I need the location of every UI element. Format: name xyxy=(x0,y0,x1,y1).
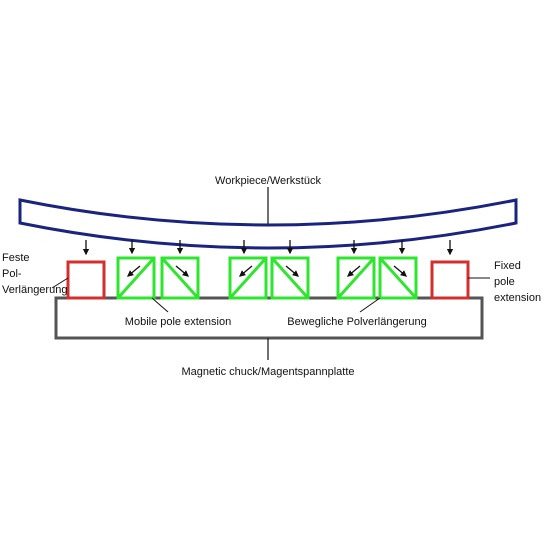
mobile-pole-4 xyxy=(270,240,310,300)
mobile-pole-1 xyxy=(116,240,156,300)
mobile-pole-label-de: Bewegliche Polverlängerung xyxy=(287,316,426,328)
workpiece-plate xyxy=(18,198,518,250)
mobile-pole-2 xyxy=(160,240,200,300)
fixed-pole-left xyxy=(66,260,106,300)
mobile-pole-6 xyxy=(378,240,418,300)
mobile-de-leader xyxy=(359,297,381,313)
mobile-pole-label-en: Mobile pole extension xyxy=(125,316,231,328)
fixed-pole-right xyxy=(430,260,470,300)
fixed-pole-label-de: Feste Pol- Verlängerung xyxy=(2,252,67,296)
workpiece-label: Workpiece/Werkstück xyxy=(215,175,321,187)
mobile-pole-3 xyxy=(228,240,268,300)
magnetic-chuck xyxy=(54,296,484,340)
mobile-pole-5 xyxy=(336,240,376,300)
chuck-label: Magnetic chuck/Magentspannplatte xyxy=(181,366,354,378)
mobile-en-leader xyxy=(151,297,169,313)
fixed-left-leader xyxy=(51,277,69,289)
fixed-pole-label-en: Fixed pole extension xyxy=(494,260,541,304)
